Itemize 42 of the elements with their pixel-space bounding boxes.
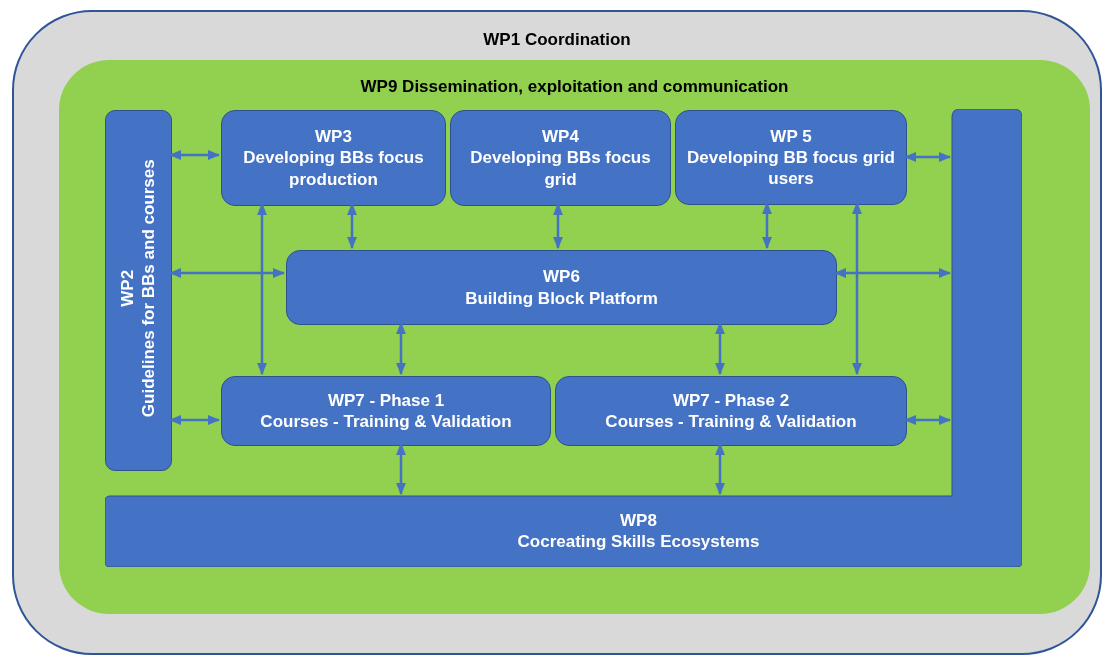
- package-title: WP2: [117, 269, 139, 307]
- double-arrow: [852, 201, 862, 376]
- package-description: Cocreating Skills Ecosystems: [516, 531, 761, 553]
- package-description: Courses - Training & Validation: [260, 411, 512, 433]
- double-arrow: [762, 201, 772, 250]
- double-arrow: [833, 268, 952, 278]
- package-box: [221, 110, 446, 206]
- package-title: WP8: [619, 510, 658, 532]
- double-arrow: [396, 442, 406, 496]
- package-box: [555, 376, 907, 446]
- package-description: Building Block Platform: [465, 287, 658, 309]
- double-arrow: [396, 321, 406, 376]
- package-title: WP1 Coordination: [482, 29, 632, 51]
- package-title: WP9 Dissemination, exploitation and communication: [359, 76, 790, 98]
- package-description: Courses - Training & Validation: [605, 411, 857, 433]
- package-box: [221, 376, 551, 446]
- package-description: Developing BBs focus grid: [469, 147, 652, 190]
- double-arrow: [715, 321, 725, 376]
- double-arrow: [347, 202, 357, 250]
- package-title: WP 5: [770, 125, 812, 147]
- double-arrow: [903, 415, 952, 425]
- inner-rounded-panel: [59, 60, 1090, 614]
- vertical-package-box: [105, 110, 172, 471]
- double-arrow: [168, 150, 221, 160]
- double-arrow: [168, 268, 286, 278]
- package-description: Developing BB focus grid users: [686, 146, 896, 190]
- double-arrow: [168, 415, 221, 425]
- package-description: Guidelines for BBs and courses: [138, 158, 160, 417]
- double-arrow: [715, 442, 725, 496]
- package-box: [286, 250, 837, 325]
- package-description: Developing BBs focus production: [242, 147, 425, 190]
- package-title: WP7 - Phase 2: [672, 389, 790, 411]
- package-title: WP6: [543, 266, 580, 288]
- double-arrow: [903, 152, 952, 162]
- package-title: WP3: [315, 126, 352, 148]
- double-arrow: [257, 202, 267, 376]
- double-arrow: [553, 202, 563, 250]
- package-box: [450, 110, 671, 206]
- package-box: [675, 110, 907, 205]
- package-title: WP7 - Phase 1: [327, 389, 445, 411]
- outer-rounded-panel: [12, 10, 1102, 655]
- package-title: WP4: [542, 126, 579, 148]
